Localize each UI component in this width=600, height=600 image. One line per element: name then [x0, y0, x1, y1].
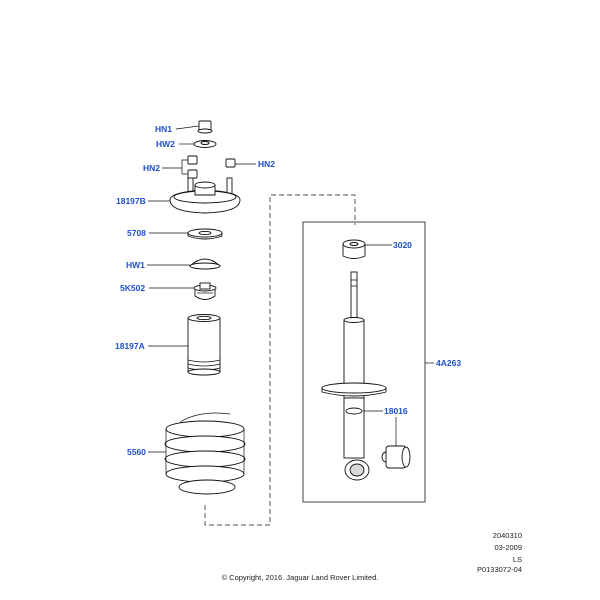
- lower-bushing: [381, 445, 411, 469]
- callout-dust-boot: 18197A: [115, 341, 145, 351]
- bump-stop: [193, 282, 217, 300]
- dust-boot: [187, 314, 221, 376]
- callout-coil-spring: 5560: [127, 447, 146, 457]
- callout-spring-seat: 5708: [127, 228, 146, 238]
- dashed-connector: [204, 194, 356, 526]
- callout-hn1: HN1: [155, 124, 172, 134]
- hw1-washer: [189, 258, 221, 270]
- shock-assembly-box: [302, 221, 426, 503]
- callout-lower-bushing: 18016: [384, 406, 408, 416]
- diagram-date: 03-2009: [494, 543, 522, 552]
- top-bushing: [342, 239, 366, 259]
- callout-top-mount: 18197B: [116, 196, 146, 206]
- callout-bump-stop: 5K502: [120, 283, 145, 293]
- copyright-notice: © Copyright, 2016. Jaguar Land Rover Lim…: [221, 573, 379, 582]
- callout-shock-assembly: 4A263: [436, 358, 461, 368]
- hw2-washer: [193, 140, 217, 148]
- hn2-right-nut: [225, 158, 236, 168]
- spring-seat: [187, 228, 223, 240]
- region-code: LS: [512, 555, 522, 564]
- callout-hn2-right: HN2: [258, 159, 275, 169]
- callout-hn2-left: HN2: [143, 163, 160, 173]
- callout-hw2: HW2: [156, 139, 175, 149]
- hn2-left-nuts: [187, 155, 198, 179]
- callout-hw1: HW1: [126, 260, 145, 270]
- top-mount: [169, 177, 241, 214]
- callout-top-bushing: 3020: [393, 240, 412, 250]
- coil-spring: [164, 412, 246, 495]
- reference-number: 2040310: [492, 531, 522, 540]
- shock-absorber: [321, 271, 387, 481]
- hn1-nut: [197, 120, 213, 134]
- part-reference: P0133072-04: [476, 565, 522, 574]
